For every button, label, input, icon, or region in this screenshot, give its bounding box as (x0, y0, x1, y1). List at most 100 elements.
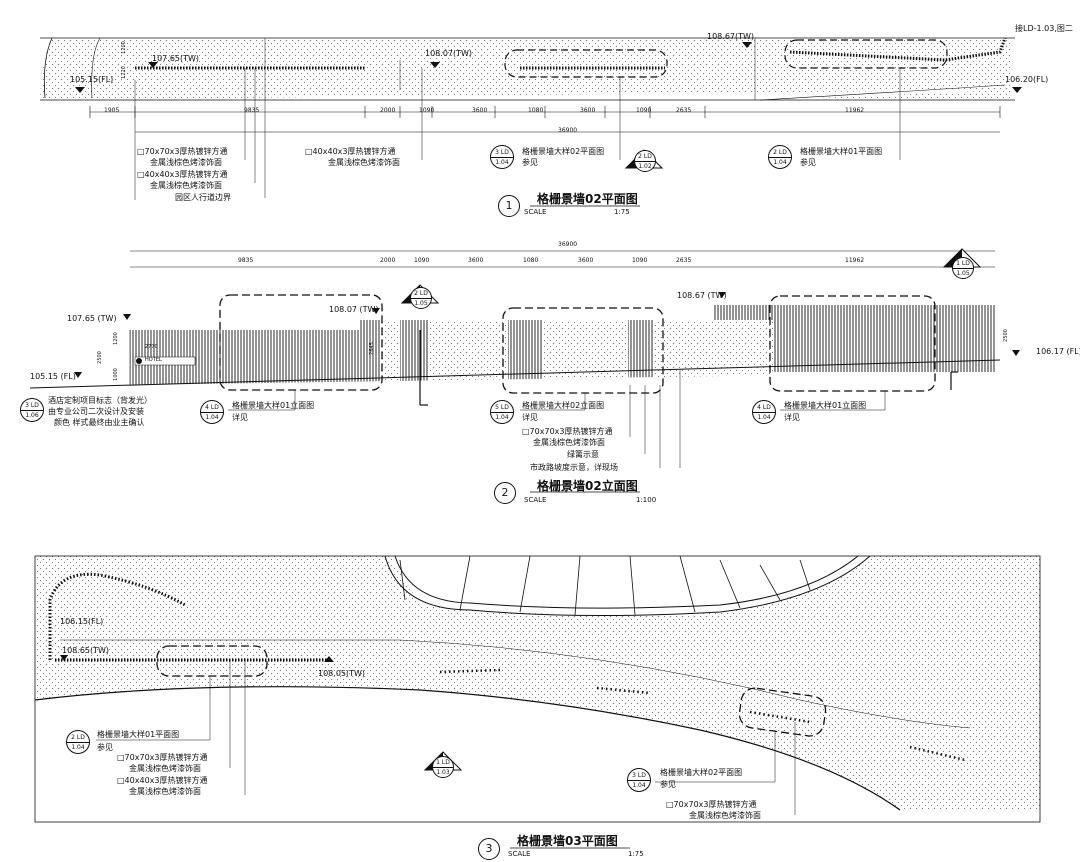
elevation-2-hotel-dim: 2770 (145, 344, 158, 350)
elevation-2-section-marker-1[interactable]: 2 LD 1.05 (410, 287, 432, 309)
plan-3-note: 金属浅棕色烤漆饰面 (129, 787, 201, 796)
elevation-2-dim: 3600 (468, 257, 484, 264)
plan-1-note: □70x70x3厚热镀锌方通 (137, 147, 228, 156)
elevation-2-dim: 1080 (523, 257, 539, 264)
elevation-2-level-3: 108.67 (TW) (677, 291, 727, 300)
elevation-2-section-marker-2[interactable]: 1 LD 1.05 (952, 257, 974, 279)
hotel-sign-text: HOTEL (145, 357, 162, 363)
plan-3-note: □70x70x3厚热镀锌方通 (666, 800, 757, 809)
elevation-2-dim: 11962 (845, 257, 865, 264)
plan-1-note: 金属浅棕色烤漆饰面 (328, 158, 400, 167)
elevation-2-note: 由专业公司二次设计及安装 (48, 407, 144, 416)
plan-1-ref-bubble-d[interactable]: 2 LD 1.04 (768, 145, 792, 169)
plan-3-number: 3 (478, 838, 500, 860)
elevation-2-title: 格栅景墙02立面图 (537, 479, 638, 493)
elevation-2-note: 详见 (232, 413, 248, 422)
plan-1-note: □40x40x3厚热镀锌方通 (137, 170, 228, 179)
elevation-2-note: 市政路坡度示意，详现场 (530, 463, 618, 472)
elevation-2-scale-value: 1:100 (636, 496, 657, 504)
plan-1-level-3: 108.67(TW) (707, 32, 755, 41)
plan-1-number: 1 (498, 195, 520, 217)
plan-3-level-1: 106.15(FL) (60, 617, 104, 626)
elevation-2-ref-bubble-g[interactable]: 4 LD 1.04 (752, 400, 776, 424)
elevation-2-scale-label: SCALE (524, 496, 547, 504)
elevation-2-note: 详见 (784, 413, 800, 422)
plan-3-note: □40x40x3厚热镀锌方通 (117, 776, 208, 785)
plan-3-note: 金属浅棕色烤漆饰面 (129, 764, 201, 773)
plan-1-ref-bubble-c[interactable]: 3 LD 1.04 (490, 145, 514, 169)
elevation-2-ref-bubble-f[interactable]: 5 LD 1.04 (490, 400, 514, 424)
plan-1-note: 参见 (522, 158, 538, 167)
elevation-2-total-dim: 36900 (558, 241, 578, 248)
elevation-2-note: 绿篱示意 (567, 450, 599, 459)
elevation-2-dim: 1090 (414, 257, 430, 264)
elevation-2-dim: 2000 (380, 257, 396, 264)
elevation-2-note: 金属浅棕色烤漆饰面 (533, 438, 605, 447)
plan-1-dim: 3600 (580, 107, 596, 114)
plan-3-ref-bubble-b[interactable]: 3 LD 1.04 (627, 768, 651, 792)
plan-1-note: 参见 (800, 158, 816, 167)
plan-1-note: □40x40x3厚热镀锌方通 (305, 147, 396, 156)
plan-3-title: 格栅景墙03平面图 (517, 834, 618, 848)
plan-1-ref-note: 接LD-1.03,图二 (1015, 24, 1073, 33)
elevation-2-number: 2 (494, 482, 516, 504)
plan-3-note: 参见 (97, 743, 113, 752)
elevation-2-ref-bubble-h[interactable]: 3 LD 1.06 (20, 398, 44, 422)
elevation-2-ref-bubble-e[interactable]: 4 LD 1.04 (200, 400, 224, 424)
elevation-2-level-2: 108.07 (TW) (329, 305, 379, 314)
plan-3-ref-bubble-a[interactable]: 2 LD 1.04 (66, 730, 90, 754)
plan-1-note: 格栅景墙大样02平面图 (522, 147, 605, 156)
elevation-2-note: 格栅景墙大样01立面图 (784, 401, 867, 410)
plan-3-note: □70x70x3厚热镀锌方通 (117, 753, 208, 762)
elevation-2-level-5: 106.17 (FL) (1036, 347, 1080, 356)
plan-3-level-2: 108.65(TW) (62, 646, 110, 655)
plan-1-title: 格栅景墙02平面图 (537, 192, 638, 206)
plan-1-section-marker[interactable]: 2 LD 1.02 (634, 150, 656, 172)
plan-1-dim: 2635 (676, 107, 692, 114)
plan-1-dim: 3600 (472, 107, 488, 114)
elevation-2-dim: 1090 (632, 257, 648, 264)
plan-1-note: 园区人行道边界 (175, 193, 231, 202)
elevation-2-note: 酒店定制项目标志（背发光） (48, 396, 152, 405)
plan-1-note: 金属浅棕色烤漆饰面 (150, 158, 222, 167)
plan-3-scale-label: SCALE (508, 850, 531, 858)
plan-3-level-3: 108.05(TW) (318, 669, 366, 678)
plan-3-note: 格栅景墙大样01平面图 (97, 730, 180, 739)
plan-1-level-2: 108.07(TW) (425, 49, 473, 58)
plan-1-dim: 2000 (380, 107, 396, 114)
elevation-2-dim: 2635 (676, 257, 692, 264)
plan-1-dim: 1090 (419, 107, 435, 114)
elevation-2-level-4: 105.15 (FL) (30, 372, 76, 381)
plan-1-dim: 1080 (528, 107, 544, 114)
plan-3-section-marker[interactable]: 1 LD 1.03 (432, 756, 454, 778)
elevation-2-vert-dim: 1000 (112, 368, 119, 381)
plan-3-note: 格栅景墙大样02平面图 (660, 768, 743, 777)
elevation-2-vert-dim: 2500 (96, 351, 103, 364)
elevation-2-dim: 9835 (238, 257, 254, 264)
elevation-2-note: 格栅景墙大样02立面图 (522, 401, 605, 410)
plan-1-total-dim: 36900 (558, 127, 578, 134)
plan-1-level-5: 106.20(FL) (1005, 75, 1049, 84)
plan-1-level-1: 107.65(TW) (152, 54, 200, 63)
elevation-2-dim: 3600 (578, 257, 594, 264)
plan-1-note: 金属浅棕色烤漆饰面 (150, 181, 222, 190)
plan-1-scale-label: SCALE (524, 208, 547, 216)
elevation-2-vert-dim: 2645 (368, 342, 375, 355)
elevation-2-note: 详见 (522, 413, 538, 422)
plan-3-note: 参见 (660, 780, 676, 789)
elevation-2-note: 格栅景墙大样01立面图 (232, 401, 315, 410)
plan-1-level-4: 105.15(FL) (70, 75, 114, 84)
plan-1-dim: 9835 (244, 107, 260, 114)
plan-1-dim: 1090 (636, 107, 652, 114)
plan-1-dim: 1905 (104, 107, 120, 114)
plan-1-vert-dim: 1200 (120, 41, 127, 54)
elevation-2-vert-dim: 1200 (112, 332, 119, 345)
plan-1-scale-value: 1:75 (614, 208, 630, 216)
plan-1-dim: 11962 (845, 107, 865, 114)
elevation-2-note: 颜色 样式最终由业主确认 (54, 418, 145, 427)
elevation-2-note: □70x70x3厚热镀锌方通 (522, 427, 613, 436)
elevation-2-vert-dim: 2500 (1002, 329, 1009, 342)
plan-1-note: 格栅景墙大样01平面图 (800, 147, 883, 156)
plan-1-vert-dim: 1220 (120, 66, 127, 79)
